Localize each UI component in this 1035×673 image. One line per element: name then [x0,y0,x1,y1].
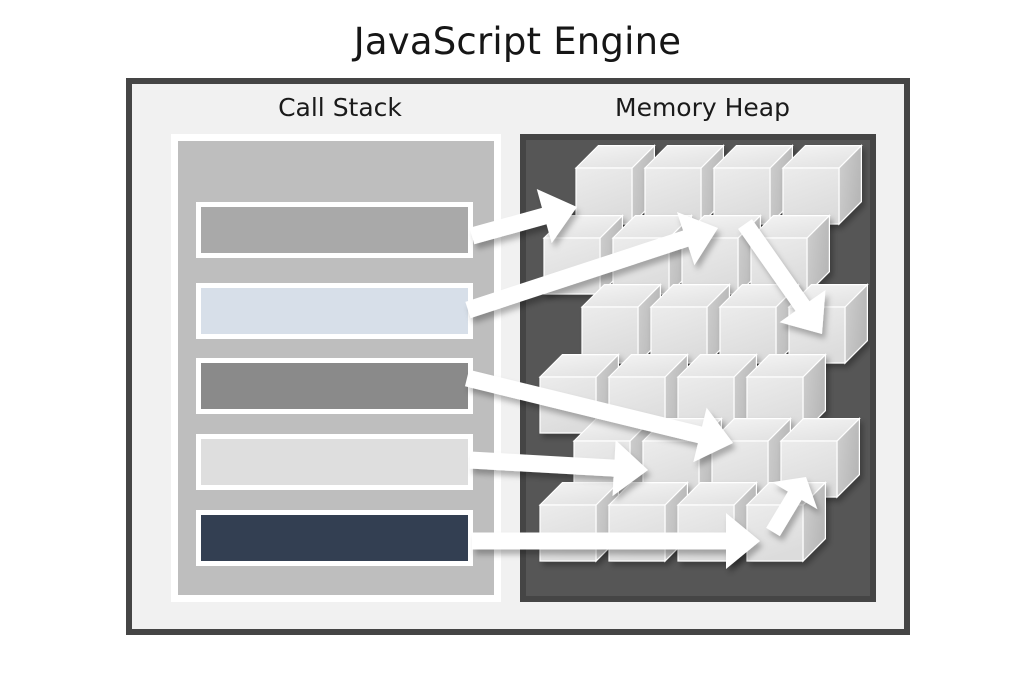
call-stack-heading: Call Stack [278,93,402,122]
stack-frame-2[interactable] [196,283,473,339]
memory-heap-heading: Memory Heap [615,93,790,122]
stack-frame-4[interactable] [196,434,473,490]
stack-frame-5[interactable] [196,510,473,566]
page-title: JavaScript Engine [353,20,682,63]
stack-frame-1[interactable] [196,202,473,258]
memory-heap-panel [520,134,876,602]
stack-frame-3[interactable] [196,358,473,414]
